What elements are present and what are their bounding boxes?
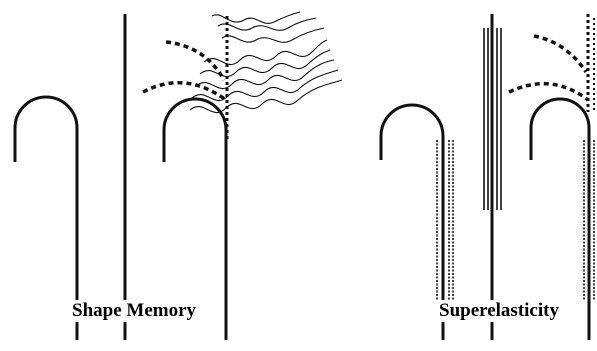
released-wire-hook (529, 97, 591, 340)
superelasticity-panel (379, 14, 595, 340)
stress-marks-straight (483, 28, 502, 210)
superelasticity-caption: Superelasticity (437, 300, 561, 322)
shape-memory-panel (13, 11, 343, 340)
wire-motion-arc-outer (165, 40, 226, 81)
shape-memory-caption: Shape Memory (70, 300, 199, 322)
release-motion-arc-inner (508, 81, 590, 102)
release-motion-arc-outer (533, 34, 588, 73)
stressed-wire-hook (379, 103, 445, 340)
wire-motion-arc-inner (142, 80, 228, 102)
heat-waves (189, 11, 343, 114)
bent-wire-hook (13, 95, 79, 340)
recovered-wire-hook (162, 97, 228, 340)
stress-marks-released (583, 140, 595, 300)
stress-marks-hook (436, 140, 454, 300)
